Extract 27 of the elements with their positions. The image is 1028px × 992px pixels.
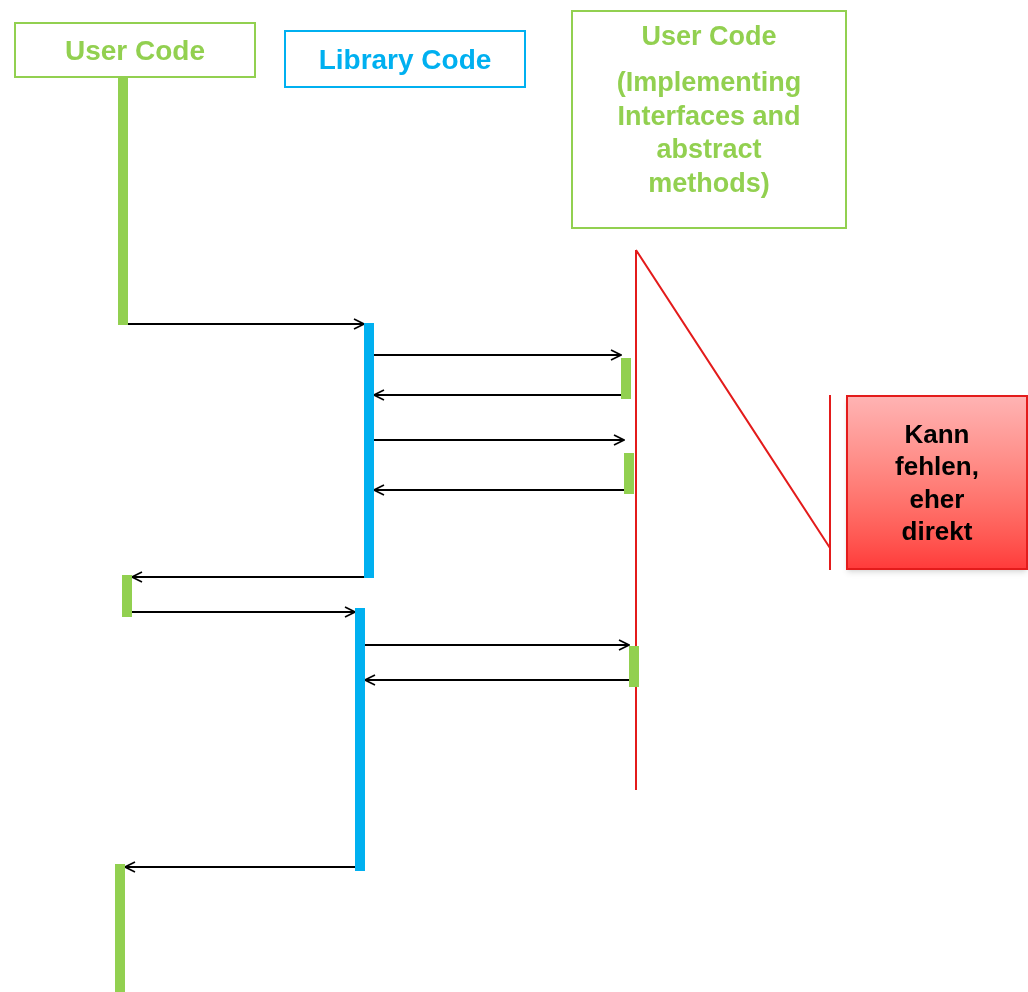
heading: User Code: [641, 20, 777, 53]
activation-bar: [624, 453, 634, 494]
subtitle: (Implementing Interfaces and abstract methods): [615, 65, 803, 200]
arrow: [364, 674, 630, 686]
activation-bar: [115, 864, 125, 992]
heading: Kann fehlen, eher direkt: [895, 417, 979, 548]
arrow: [373, 389, 622, 401]
arrow: [127, 318, 365, 330]
activation-bar: [621, 358, 631, 399]
activation-bar: [118, 78, 128, 325]
activation-bar: [355, 608, 365, 871]
lifeline-header-box: [14, 22, 256, 78]
arrow: [373, 349, 622, 361]
activation-bar: [364, 323, 374, 578]
arrow: [131, 606, 356, 618]
activation-bar: [629, 646, 639, 687]
arrow: [131, 571, 365, 583]
lifeline-header-box: [571, 10, 847, 229]
activation-bar: [122, 575, 132, 617]
arrow: [373, 434, 625, 446]
arrow: [364, 639, 630, 651]
arrow: [373, 484, 625, 496]
arrow: [124, 861, 356, 873]
heading: User Code: [64, 33, 205, 68]
note-box: [846, 395, 1028, 570]
heading: Library Code: [318, 42, 492, 77]
lifeline-header-box: [284, 30, 526, 88]
